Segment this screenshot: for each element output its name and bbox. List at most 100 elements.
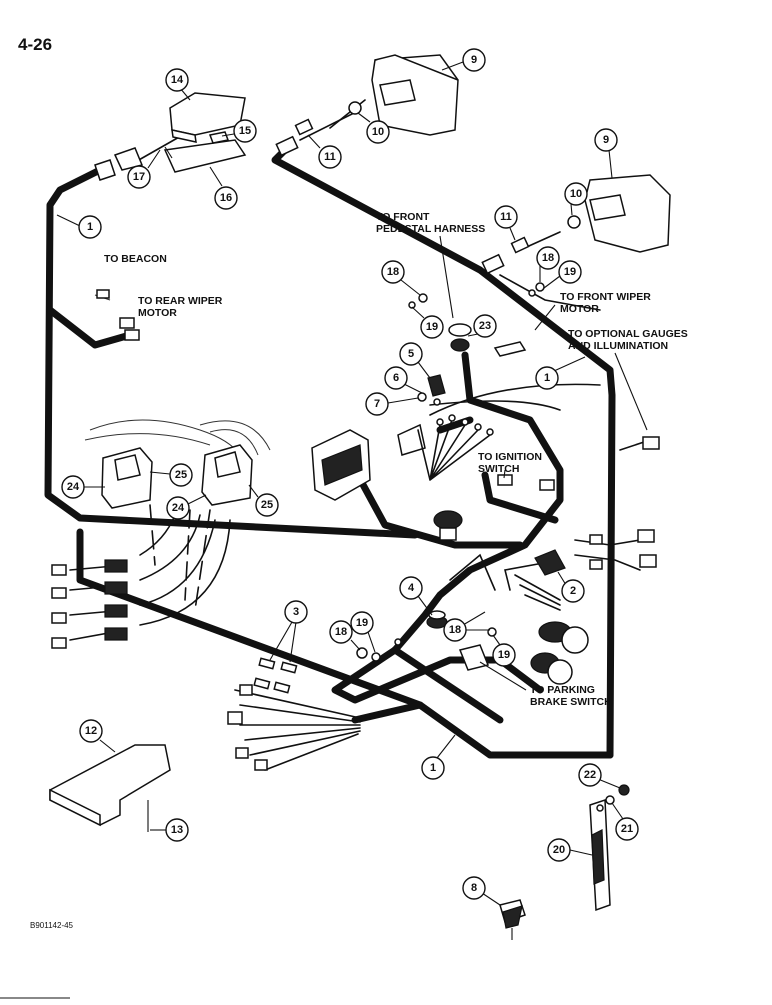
svg-text:24: 24 xyxy=(172,502,185,514)
parking-brake-connector xyxy=(458,644,490,671)
terminal-fan xyxy=(417,414,494,481)
svg-text:18: 18 xyxy=(335,626,347,638)
callout-11-upper xyxy=(318,145,342,169)
callout-9-upper xyxy=(462,48,486,72)
callout-9-lower xyxy=(594,128,618,152)
svg-text:1: 1 xyxy=(87,221,93,233)
callout-23 xyxy=(473,314,497,338)
relay-2 xyxy=(534,549,566,576)
callout-20 xyxy=(547,838,571,862)
right-side-connectors xyxy=(589,529,657,570)
svg-text:2: 2 xyxy=(570,585,576,597)
svg-text:24: 24 xyxy=(67,481,80,493)
callout-10-lower xyxy=(564,182,588,206)
svg-text:8: 8 xyxy=(471,882,477,894)
washer-21 xyxy=(605,795,615,805)
callout-15 xyxy=(233,119,257,143)
circular-connectors xyxy=(530,621,589,685)
svg-text:1: 1 xyxy=(544,372,550,384)
figure-id: B901142-45 xyxy=(30,921,74,930)
callout-18-a xyxy=(381,260,405,284)
callout-1-mid xyxy=(535,366,559,390)
label-rear-wiper-2: MOTOR xyxy=(138,307,177,319)
beacon-module xyxy=(94,92,246,181)
rear-wiper-connectors xyxy=(96,289,140,341)
thin-wires xyxy=(69,99,651,771)
callout-3 xyxy=(284,600,308,624)
svg-text:18: 18 xyxy=(387,266,399,278)
callout-6 xyxy=(384,366,408,390)
relay-24-25-right xyxy=(201,444,253,506)
callout-14 xyxy=(165,68,189,92)
svg-text:25: 25 xyxy=(175,469,187,481)
callout-24-left xyxy=(61,475,85,499)
main-harness xyxy=(44,146,616,759)
label-front-wiper-1: TO FRONT WIPER xyxy=(560,291,651,303)
svg-text:12: 12 xyxy=(85,725,97,737)
strap-bracket-20 xyxy=(589,798,611,912)
callout-25-right xyxy=(255,493,279,517)
callout-25-left xyxy=(169,463,193,487)
callout-2 xyxy=(561,579,585,603)
label-front-pedestal-2: PEDESTAL HARNESS xyxy=(376,223,485,235)
svg-text:10: 10 xyxy=(372,126,384,138)
svg-text:16: 16 xyxy=(220,192,232,204)
svg-text:10: 10 xyxy=(570,188,582,200)
label-front-pedestal-1: TO FRONT xyxy=(376,211,430,223)
relay-leads xyxy=(514,574,561,611)
nut-22 xyxy=(618,784,630,796)
callout-19-a xyxy=(420,315,444,339)
svg-text:14: 14 xyxy=(171,74,184,86)
callout-7 xyxy=(365,392,389,416)
callout-12 xyxy=(79,719,103,743)
callout-8 xyxy=(462,876,486,900)
svg-text:19: 19 xyxy=(426,321,438,333)
svg-text:13: 13 xyxy=(171,824,183,836)
label-leaders xyxy=(439,235,648,691)
svg-text:11: 11 xyxy=(324,151,336,163)
callout-4 xyxy=(399,576,423,600)
svg-text:21: 21 xyxy=(621,823,633,835)
callout-17 xyxy=(127,165,151,189)
callout-22 xyxy=(578,763,602,787)
optional-gauge-connector xyxy=(642,436,660,450)
grommet-4 xyxy=(426,610,448,629)
small-hardware-5-6-7 xyxy=(417,374,446,406)
svg-text:17: 17 xyxy=(133,171,145,183)
work-lamp-upper xyxy=(348,54,459,136)
svg-text:9: 9 xyxy=(603,134,609,146)
callouts: 14 15 16 17 1 9 10 11 9 10 11 18 xyxy=(56,48,639,906)
callout-5 xyxy=(399,342,423,366)
work-lamp-lower xyxy=(567,174,671,253)
label-parking-brake-2: BRAKE SWITCH xyxy=(530,696,612,708)
svg-text:18: 18 xyxy=(542,252,554,264)
callout-10-upper xyxy=(366,120,390,144)
label-ignition-1: TO IGNITION xyxy=(478,451,542,463)
svg-text:19: 19 xyxy=(498,649,510,661)
fastener-8 xyxy=(499,899,526,940)
callout-18-c xyxy=(329,620,353,644)
relay-24-25-left xyxy=(101,447,153,509)
svg-text:22: 22 xyxy=(584,769,596,781)
label-to-beacon: TO BEACON xyxy=(104,253,167,265)
svg-text:19: 19 xyxy=(356,617,368,629)
callout-19-c xyxy=(350,611,374,635)
svg-text:6: 6 xyxy=(393,372,399,384)
svg-text:25: 25 xyxy=(261,499,273,511)
label-optional-gauges-2: AND ILLUMINATION xyxy=(568,340,668,352)
label-ignition-2: SWITCH xyxy=(478,463,519,475)
callout-21 xyxy=(615,817,639,841)
ignition-connectors xyxy=(497,474,555,491)
callout-16 xyxy=(214,186,238,210)
bracket-plate-12 xyxy=(49,744,171,827)
svg-text:23: 23 xyxy=(479,320,491,332)
center-round-connector xyxy=(433,510,463,541)
svg-text:7: 7 xyxy=(374,398,380,410)
callout-1-bottom xyxy=(421,756,445,780)
svg-text:19: 19 xyxy=(564,266,576,278)
callout-11-lower xyxy=(494,205,518,229)
label-optional-gauges-1: TO OPTIONAL GAUGES xyxy=(568,328,688,340)
callout-19-b xyxy=(558,260,582,284)
label-parking-brake-1: TO PARKING xyxy=(530,684,595,696)
